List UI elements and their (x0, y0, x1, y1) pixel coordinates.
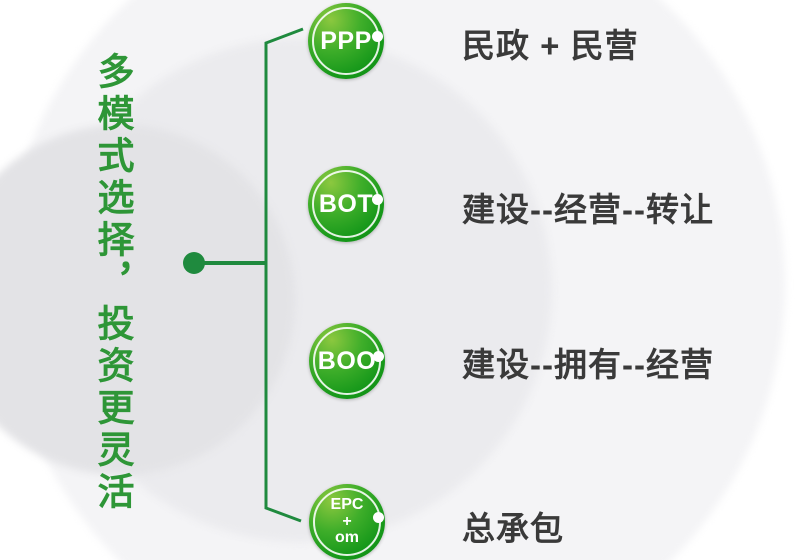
label-bot: 建设--经营--转让 (462, 191, 714, 228)
badge-epc-line3: om (335, 529, 359, 547)
badge-ppp: PPP (308, 3, 384, 79)
label-boo: 建设--拥有--经营 (462, 346, 714, 383)
badge-epc-line2: + (342, 512, 352, 530)
badge-white-dot-icon (373, 512, 384, 523)
badge-white-dot-icon (372, 31, 383, 42)
badge-white-dot-icon (373, 351, 384, 362)
badge-ppp-label: PPP (320, 26, 372, 55)
badge-boo-label: BOO (317, 346, 377, 375)
badge-epc: EPC + om (309, 484, 385, 560)
badge-bot-label: BOT (318, 189, 374, 218)
background-circle-inner (0, 125, 295, 475)
badge-boo: BOO (309, 323, 385, 399)
label-epc: 总承包 (462, 510, 564, 547)
badge-bot: BOT (308, 166, 384, 242)
badge-epc-line1: EPC (330, 495, 364, 513)
label-ppp: 民政 + 民营 (462, 27, 639, 64)
main-title: 多模式选择，投资更灵活 (92, 52, 133, 514)
badge-white-dot-icon (372, 194, 383, 205)
